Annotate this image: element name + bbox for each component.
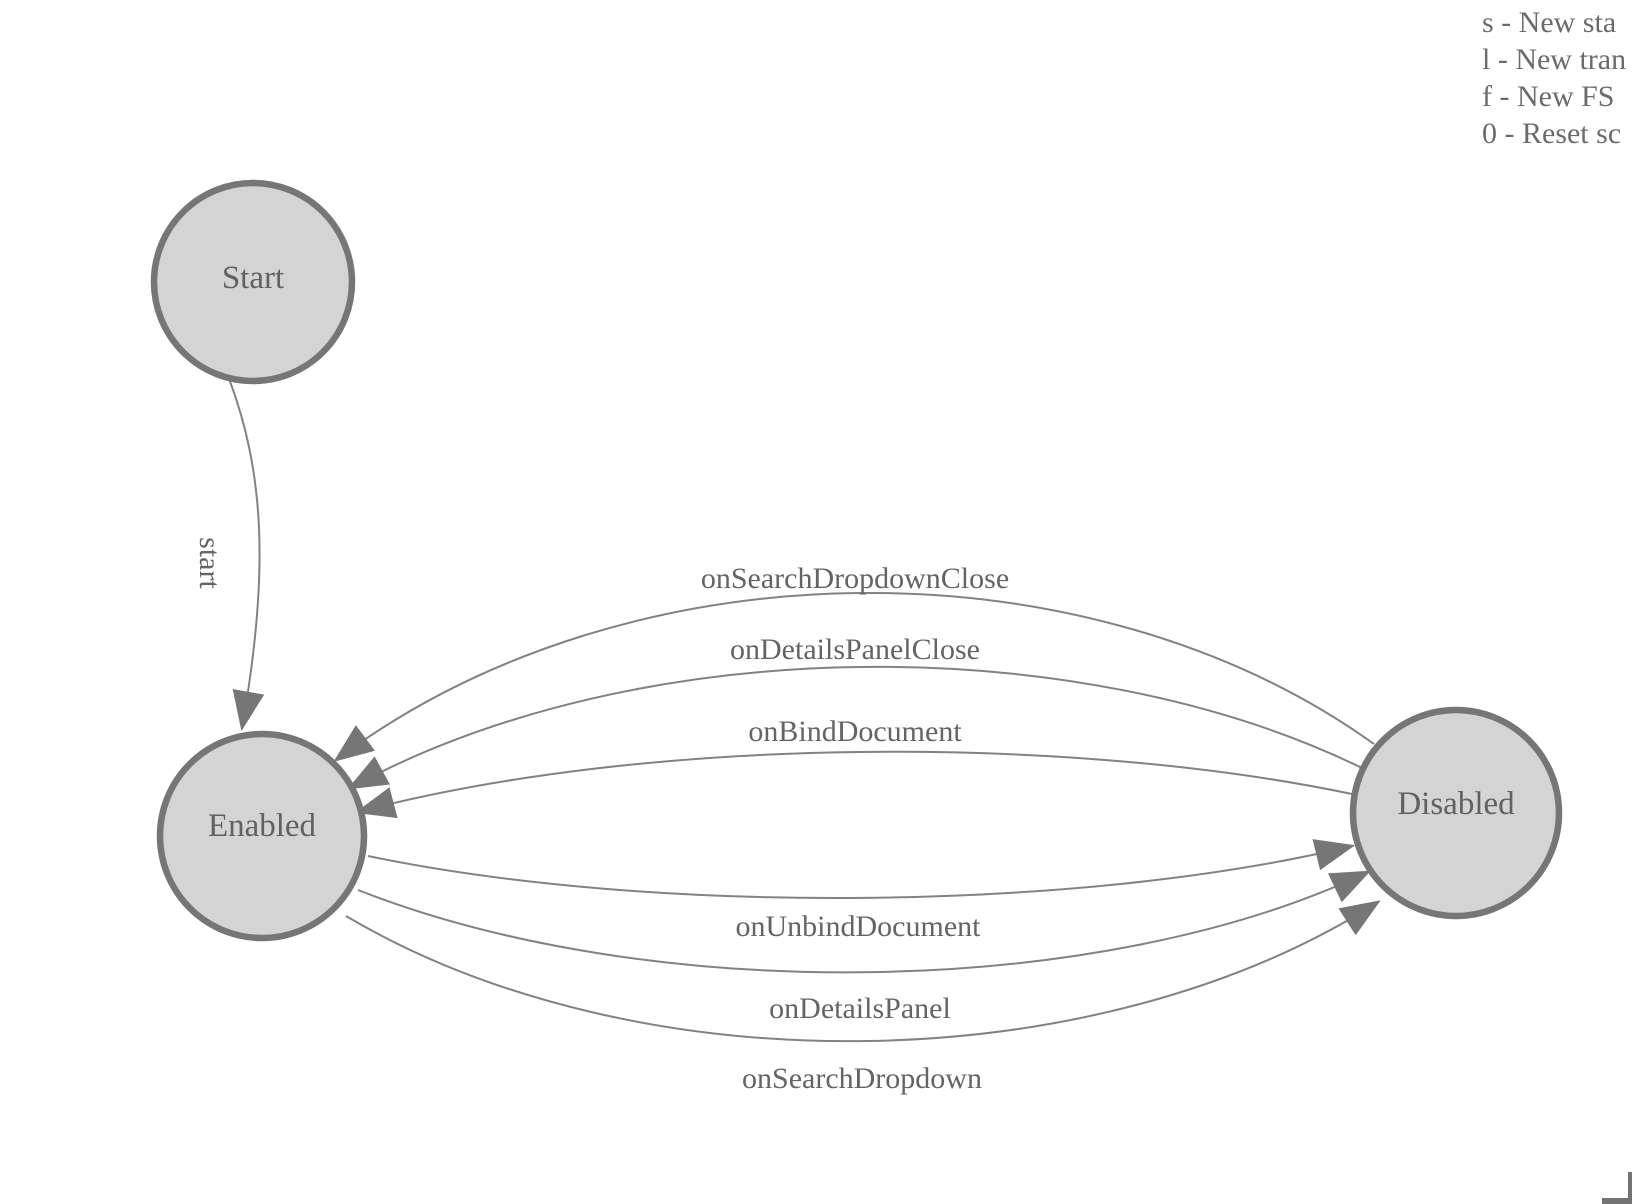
clipped-element-corner-horizontal	[1602, 1198, 1632, 1204]
edge-enabled-to-disabled-onSearchDropdown: onSearchDropdown	[345, 900, 1381, 1095]
state-node-start[interactable]: Start	[150, 179, 356, 385]
edge-disabled-to-enabled-onSearchDropdownClose: onSearchDropdownClose	[333, 562, 1375, 762]
edge-label-start: start	[193, 537, 226, 589]
state-label-disabled: Disabled	[1397, 786, 1515, 822]
edge-start-to-enabled: start	[193, 375, 265, 732]
edge-label-onSearchDropdownClose: onSearchDropdownClose	[701, 562, 1009, 595]
transition-arrow	[227, 375, 265, 732]
edge-enabled-to-disabled-onDetailsPanel: onDetailsPanel	[357, 870, 1371, 1025]
legend-line-new-transition: l - New tran	[1482, 43, 1627, 76]
state-node-enabled[interactable]: Enabled	[156, 730, 368, 942]
edge-disabled-to-enabled-onBindDocument: onBindDocument	[354, 715, 1353, 819]
transition-arrow	[345, 900, 1381, 1043]
clipped-element-corner-vertical	[1628, 1172, 1632, 1204]
edge-label-onBindDocument: onBindDocument	[748, 715, 962, 748]
state-circle-enabled[interactable]	[156, 730, 368, 942]
transition-arrow	[357, 870, 1371, 974]
state-label-enabled: Enabled	[208, 808, 317, 844]
legend-line-reset: 0 - Reset sc	[1482, 117, 1622, 150]
edge-label-onDetailsPanel: onDetailsPanel	[769, 992, 951, 1025]
edge-label-onSearchDropdown: onSearchDropdown	[742, 1062, 982, 1095]
transition-arrow	[354, 750, 1353, 819]
state-label-start: Start	[222, 260, 284, 296]
state-circle-disabled[interactable]	[1349, 706, 1563, 920]
edge-label-onUnbindDocument: onUnbindDocument	[736, 910, 982, 943]
edge-label-onDetailsPanelClose: onDetailsPanelClose	[730, 633, 980, 666]
transition-arrow	[333, 591, 1375, 762]
legend-line-new-state: s - New sta	[1482, 6, 1617, 39]
transition-arrow	[367, 839, 1356, 899]
edge-disabled-to-enabled-onDetailsPanelClose: onDetailsPanelClose	[347, 633, 1363, 790]
edge-enabled-to-disabled-onUnbindDocument: onUnbindDocument	[367, 839, 1356, 943]
shortcut-legend: s - New sta l - New tran f - New FS 0 - …	[1482, 4, 1626, 152]
legend-line-new-fsm: f - New FS	[1482, 80, 1615, 113]
state-node-disabled[interactable]: Disabled	[1349, 706, 1563, 920]
state-circle-start[interactable]	[150, 179, 356, 385]
transition-arrow	[347, 665, 1363, 790]
